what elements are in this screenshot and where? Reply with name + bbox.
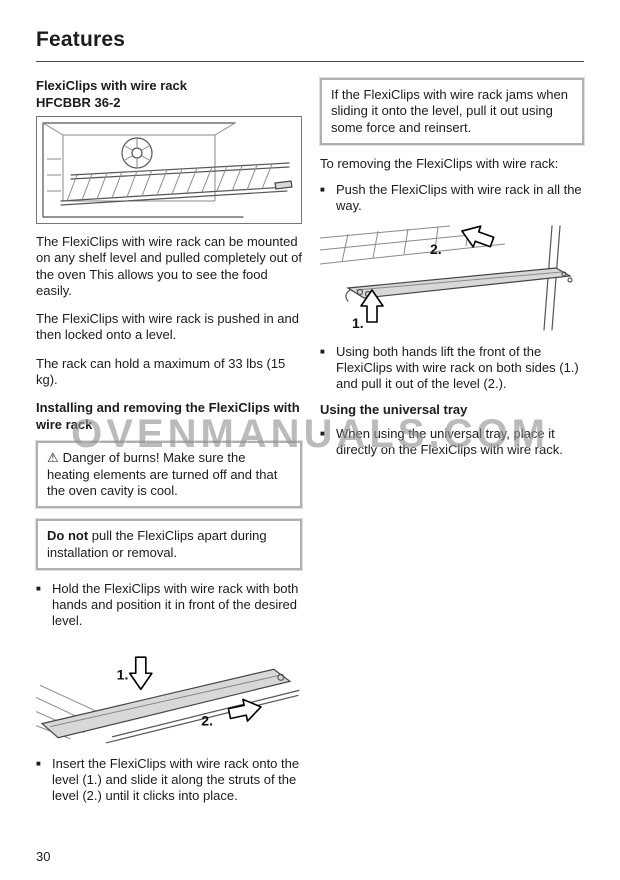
install-step1-label: 1. <box>117 666 129 682</box>
wire-rack-drawing <box>60 162 293 206</box>
jam-tip-text: If the FlexiClips with wire rack jams wh… <box>331 87 568 135</box>
paragraph-removing-intro: To removing the FlexiClips with wire rac… <box>320 155 559 171</box>
section-heading-flexiclips: FlexiClips with wire rack HFCBBR 36-2 <box>36 78 302 111</box>
bullet-insert-flexiclips: ■ Insert the FlexiClips with wire rack o… <box>36 756 302 805</box>
install-diagram-illustration: 1. 2. <box>36 656 300 744</box>
arrow-right-icon <box>227 698 262 722</box>
jam-tip-box: If the FlexiClips with wire rack jams wh… <box>319 77 585 146</box>
bullet-universal-tray-text: When using the universal tray, place it … <box>336 426 563 458</box>
bullet-square-icon: ■ <box>320 185 325 195</box>
do-not-pull-note-box: Do not pull the FlexiClips apart during … <box>35 518 303 571</box>
remove-diagram-figure: 2. 1. <box>320 223 584 334</box>
bullet-square-icon: ■ <box>320 429 325 439</box>
paragraph-mounting: The FlexiClips with wire rack can be mou… <box>36 234 302 298</box>
bullet-lift-text: Using both hands lift the front of the F… <box>336 343 579 392</box>
install-step2-label: 2. <box>201 712 213 728</box>
danger-warning-box: ⚠Danger of burns! Make sure the heating … <box>35 440 303 510</box>
warning-text: Danger of burns! Make sure the heating e… <box>47 450 278 498</box>
oven-fan-icon <box>121 137 153 169</box>
remove-step2-label: 2. <box>430 241 442 257</box>
bullet-hold-text: Hold the FlexiClips with wire rack with … <box>52 580 299 629</box>
page-title: Features <box>36 28 126 51</box>
section-heading-line2: HFCBBR 36-2 <box>36 94 121 110</box>
install-diagram-figure: 1. 2. <box>36 638 302 746</box>
arrow-down-icon <box>128 656 153 690</box>
bullet-square-icon: ■ <box>36 583 41 593</box>
bullet-insert-text: Insert the FlexiClips with wire rack ont… <box>52 755 300 804</box>
left-column: FlexiClips with wire rack HFCBBR 36-2 <box>35 78 303 813</box>
oven-interior-illustration <box>42 122 293 218</box>
remove-diagram-illustration: 2. 1. <box>320 225 573 331</box>
note-bold-text: Do not <box>47 528 89 544</box>
title-divider <box>36 61 584 62</box>
arrow-left-icon <box>461 225 495 248</box>
bullet-push-text: Push the FlexiClips with wire rack in al… <box>336 182 582 214</box>
oven-interior-figure <box>36 116 302 224</box>
bullet-push-in: ■ Push the FlexiClips with wire rack in … <box>320 182 584 215</box>
bullet-lift-front: ■ Using both hands lift the front of the… <box>320 344 584 393</box>
arrow-up-icon <box>360 288 384 323</box>
page-number: 30 <box>36 849 51 864</box>
section-heading-line1: FlexiClips with wire rack <box>36 78 187 93</box>
bullet-square-icon: ■ <box>36 758 41 768</box>
warning-icon: ⚠ <box>47 450 59 466</box>
bullet-universal-tray: ■ When using the universal tray, place i… <box>320 426 584 459</box>
bullet-square-icon: ■ <box>320 346 325 356</box>
remove-step1-label: 1. <box>352 315 364 331</box>
section-heading-install-remove: Installing and removing the FlexiClips w… <box>36 400 300 432</box>
bullet-hold-flexiclips: ■ Hold the FlexiClips with wire rack wit… <box>36 581 302 630</box>
paragraph-locking: The FlexiClips with wire rack is pushed … <box>36 311 299 343</box>
note-rest-text: pull the FlexiClips apart during install… <box>47 528 267 560</box>
two-column-layout: FlexiClips with wire rack HFCBBR 36-2 <box>35 77 585 813</box>
section-heading-universal-tray: Using the universal tray <box>320 401 468 417</box>
paragraph-max-load: The rack can hold a maximum of 33 lbs (1… <box>36 355 286 388</box>
right-column: If the FlexiClips with wire rack jams wh… <box>319 77 585 813</box>
